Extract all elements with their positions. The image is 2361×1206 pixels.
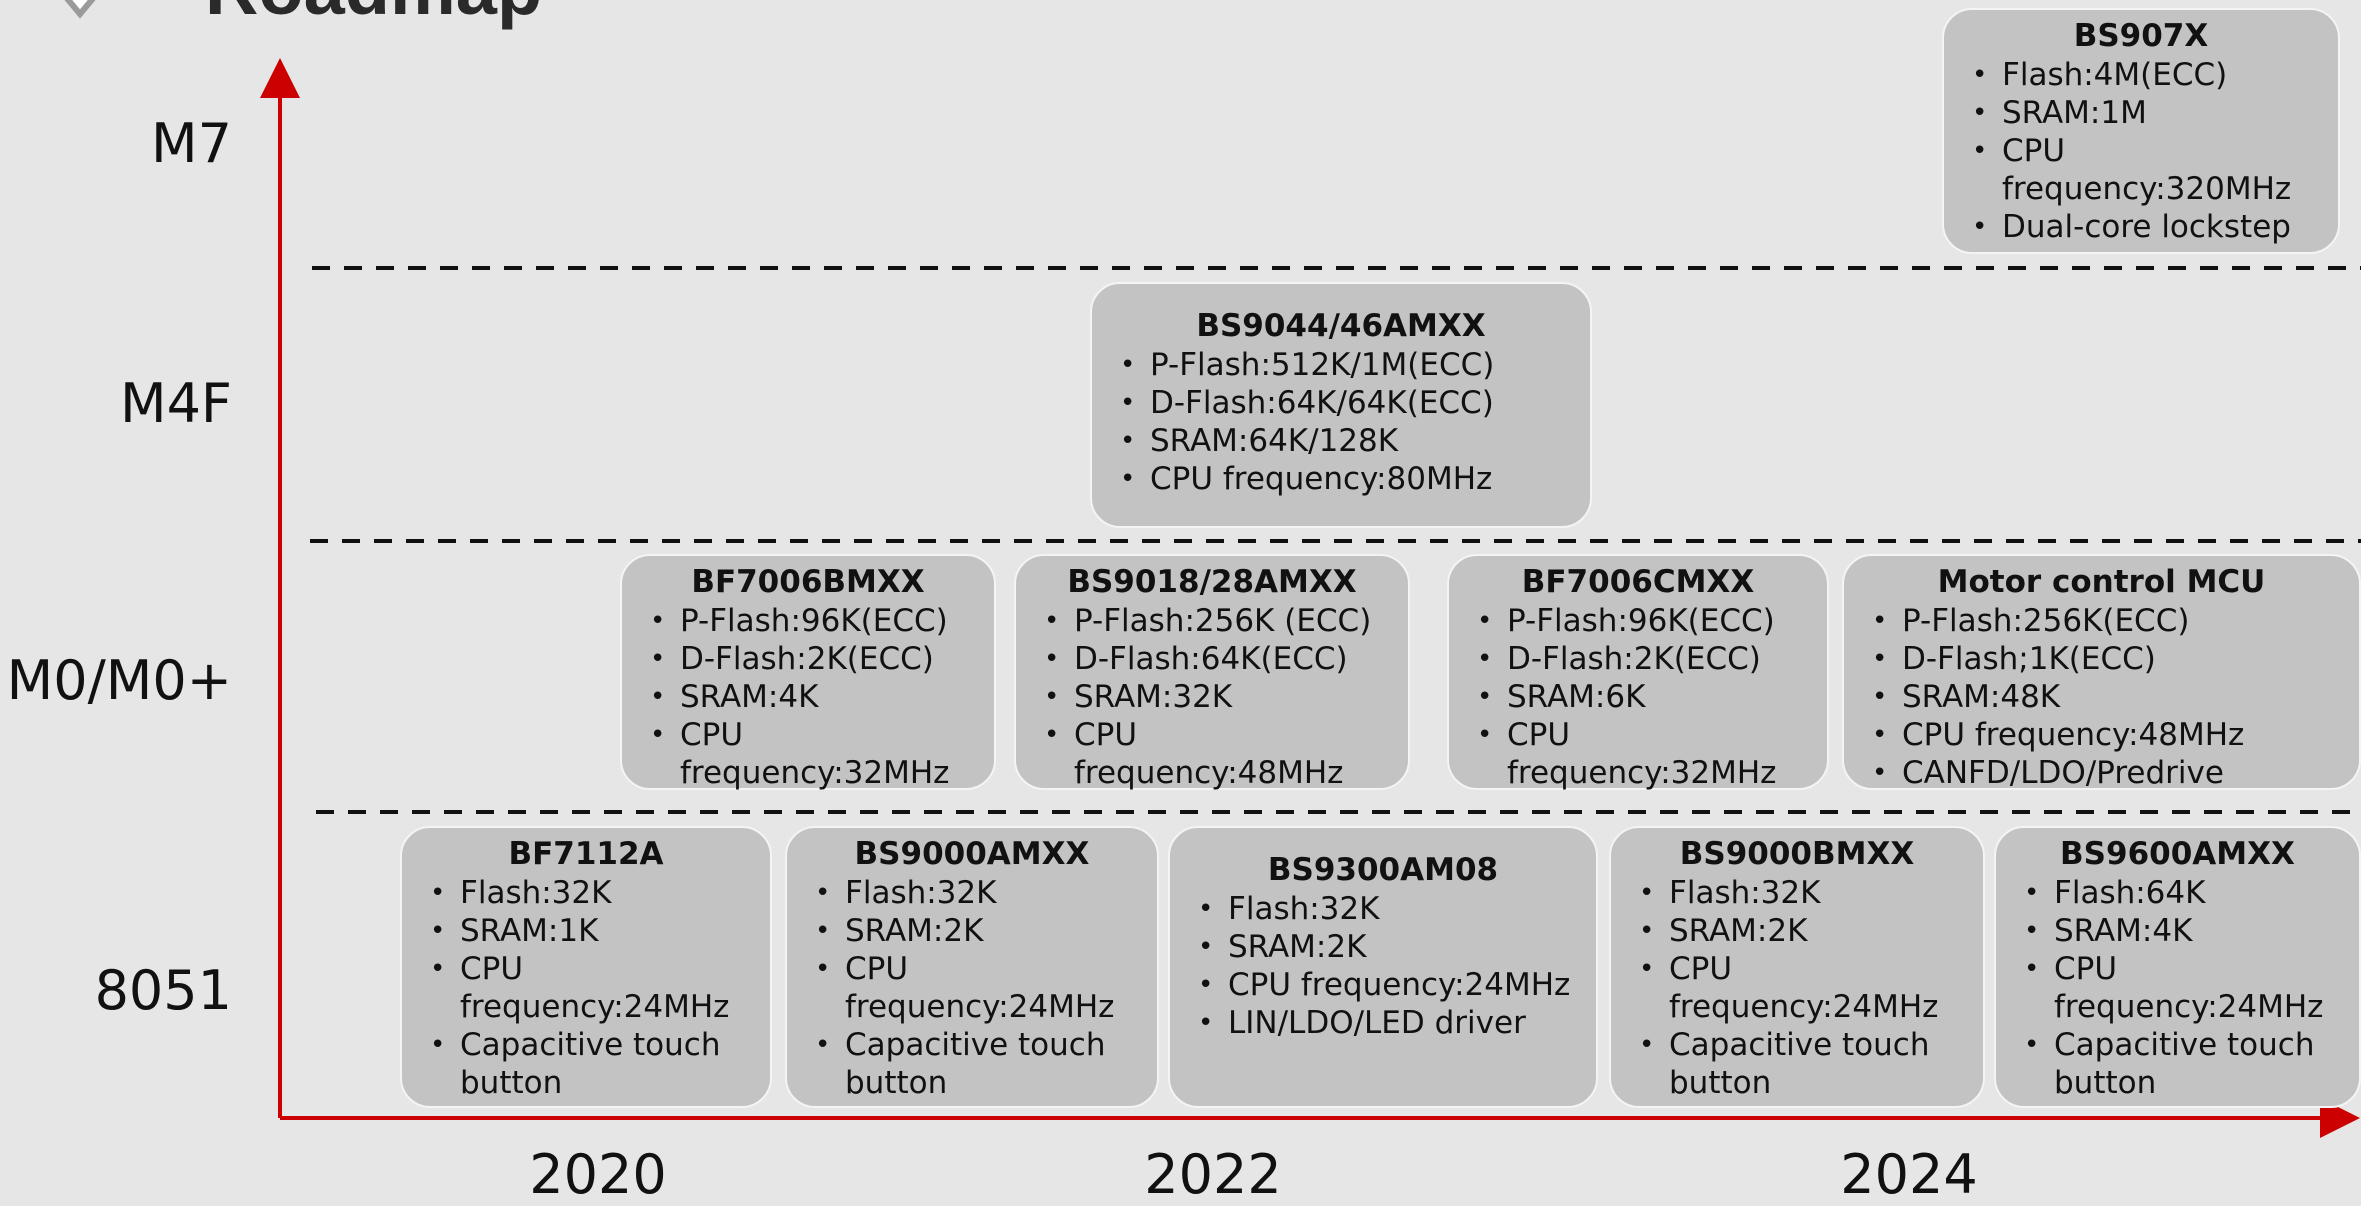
spec-item: CPU frequency:48MHz: [1042, 716, 1398, 792]
spec-item: CPU frequency:24MHz: [1196, 966, 1586, 1004]
product-title: BF7006BMXX: [691, 564, 925, 600]
spec-item: CPU frequency:24MHz: [428, 950, 760, 1026]
spec-item: D-Flash:64K/64K(ECC): [1118, 384, 1580, 422]
x-label-2020: 2020: [529, 1143, 667, 1206]
spec-item: CPU frequency:24MHz: [2022, 950, 2349, 1026]
spec-item: SRAM:2K: [813, 912, 1147, 950]
spec-item: P-Flash:96K(ECC): [648, 602, 984, 640]
y-label-m0: M0/M0+: [6, 649, 232, 712]
spec-item: SRAM:2K: [1196, 928, 1586, 966]
spec-item: D-Flash;1K(ECC): [1870, 640, 2349, 678]
spec-item: Flash:64K: [2022, 874, 2349, 912]
product-card-bs907x: BS907X Flash:4M(ECC) SRAM:1M CPU frequen…: [1942, 8, 2340, 254]
spec-item: CPU frequency:32MHz: [1475, 716, 1817, 792]
logo-icon: [64, 0, 96, 19]
product-title: BS9018/28AMXX: [1067, 564, 1357, 600]
product-card-motor-control-mcu: Motor control MCU P-Flash:256K(ECC) D-Fl…: [1842, 554, 2361, 792]
spec-item: Capacitive touch button: [1637, 1026, 1973, 1102]
spec-item: Capacitive touch button: [428, 1026, 760, 1102]
product-title: BS9300AM08: [1267, 852, 1499, 888]
y-label-m7: M7: [151, 112, 232, 175]
page-title: Roadmap: [205, 0, 542, 26]
spec-item: Flash:32K: [813, 874, 1147, 912]
product-title: BS9044/46AMXX: [1196, 308, 1486, 344]
product-title: BS9000AMXX: [854, 836, 1090, 872]
product-card-bs9300am08: BS9300AM08 Flash:32K SRAM:2K CPU frequen…: [1168, 826, 1598, 1108]
spec-item: CANFD/LDO/Predrive: [1870, 754, 2349, 792]
spec-item: P-Flash:256K(ECC): [1870, 602, 2349, 640]
spec-item: CPU frequency:320MHz: [1970, 132, 2328, 208]
product-card-bs9000bmxx: BS9000BMXX Flash:32K SRAM:2K CPU frequen…: [1609, 826, 1985, 1108]
y-label-m4f: M4F: [119, 372, 232, 435]
spec-item: SRAM:48K: [1870, 678, 2349, 716]
spec-item: P-Flash:512K/1M(ECC): [1118, 346, 1580, 384]
x-label-2022: 2022: [1144, 1143, 1282, 1206]
spec-item: SRAM:64K/128K: [1118, 422, 1580, 460]
spec-item: CPU frequency:80MHz: [1118, 460, 1580, 498]
product-title: BS9600AMXX: [2060, 836, 2295, 872]
product-title: BS907X: [2073, 18, 2209, 54]
y-label-8051: 8051: [94, 959, 232, 1022]
spec-item: CPU frequency:32MHz: [648, 716, 984, 792]
spec-item: Dual-core lockstep: [1970, 208, 2328, 246]
spec-item: Capacitive touch button: [2022, 1026, 2349, 1102]
spec-item: SRAM:1M: [1970, 94, 2328, 132]
spec-item: SRAM:4K: [2022, 912, 2349, 950]
product-card-bf7112a: BF7112A Flash:32K SRAM:1K CPU frequency:…: [400, 826, 772, 1108]
spec-item: P-Flash:96K(ECC): [1475, 602, 1817, 640]
spec-item: SRAM:6K: [1475, 678, 1817, 716]
spec-item: Flash:32K: [1196, 890, 1586, 928]
product-card-bs9600amxx: BS9600AMXX Flash:64K SRAM:4K CPU frequen…: [1994, 826, 2361, 1108]
product-card-bf7006cmxx: BF7006CMXX P-Flash:96K(ECC) D-Flash:2K(E…: [1447, 554, 1829, 792]
spec-item: Capacitive touch button: [813, 1026, 1147, 1102]
product-card-bf7006bmxx: BF7006BMXX P-Flash:96K(ECC) D-Flash:2K(E…: [620, 554, 996, 792]
spec-item: SRAM:2K: [1637, 912, 1973, 950]
product-card-bs9000amxx: BS9000AMXX Flash:32K SRAM:2K CPU frequen…: [785, 826, 1159, 1108]
spec-item: SRAM:32K: [1042, 678, 1398, 716]
product-card-bs9044: BS9044/46AMXX P-Flash:512K/1M(ECC) D-Fla…: [1090, 282, 1592, 528]
spec-item: Flash:32K: [1637, 874, 1973, 912]
spec-item: CPU frequency:48MHz: [1870, 716, 2349, 754]
spec-item: P-Flash:256K (ECC): [1042, 602, 1398, 640]
spec-item: D-Flash:2K(ECC): [1475, 640, 1817, 678]
product-title: BF7112A: [508, 836, 664, 872]
spec-item: D-Flash:2K(ECC): [648, 640, 984, 678]
product-title: Motor control MCU: [1937, 564, 2266, 600]
spec-item: SRAM:1K: [428, 912, 760, 950]
spec-item: LIN/LDO/LED driver: [1196, 1004, 1586, 1042]
spec-item: Flash:4M(ECC): [1970, 56, 2328, 94]
spec-item: CPU frequency:24MHz: [1637, 950, 1973, 1026]
spec-item: SRAM:4K: [648, 678, 984, 716]
product-title: BS9000BMXX: [1679, 836, 1915, 872]
product-card-bs9018: BS9018/28AMXX P-Flash:256K (ECC) D-Flash…: [1014, 554, 1410, 792]
spec-item: CPU frequency:24MHz: [813, 950, 1147, 1026]
spec-item: D-Flash:64K(ECC): [1042, 640, 1398, 678]
spec-item: Flash:32K: [428, 874, 760, 912]
product-title: BF7006CMXX: [1521, 564, 1755, 600]
x-label-2024: 2024: [1840, 1143, 1978, 1206]
